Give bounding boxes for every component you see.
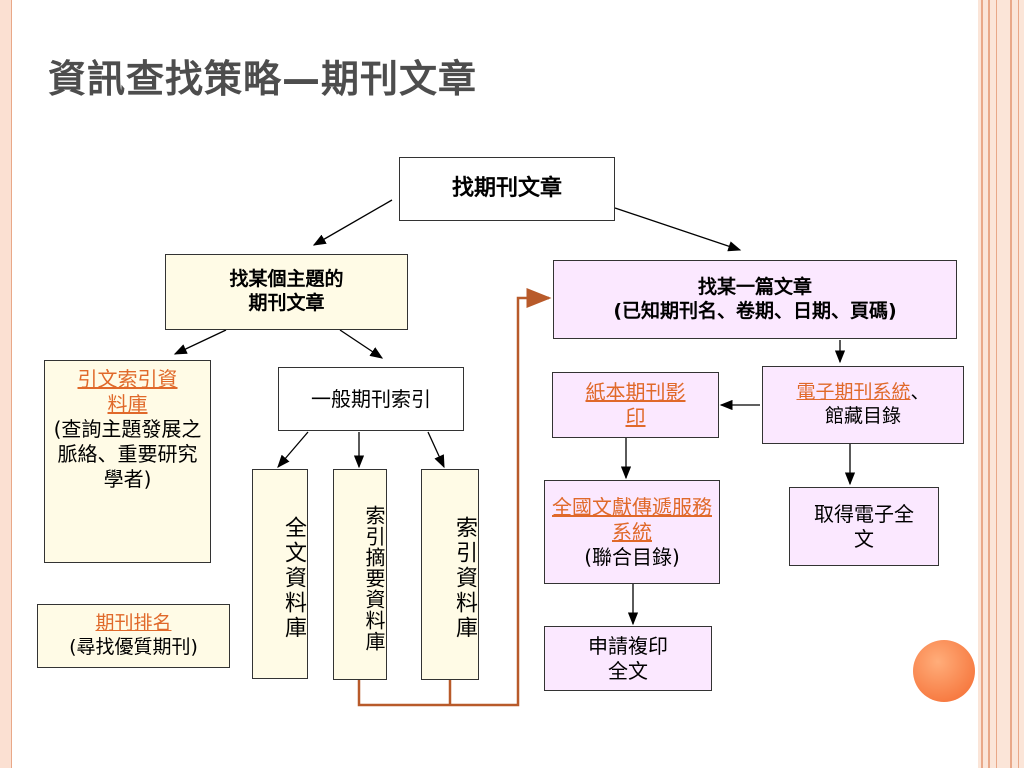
fulltext-database-node: 全文資料庫 (252, 469, 308, 679)
print-journal-copy-link[interactable]: 紙本期刊影印 (585, 380, 686, 429)
citation-index-node: 引文索引資料庫 (查詢主題發展之脈絡、重要研究學者) (44, 360, 211, 563)
slide-title: 資訊查找策略—期刊文章 (48, 57, 478, 101)
ejournal-system-link[interactable]: 電子期刊系統 (796, 381, 911, 404)
topic-label-line2: 期刊文章 (248, 292, 325, 314)
decorative-orb (913, 640, 975, 702)
index-database-label: 索引資料庫 (452, 516, 477, 641)
abstract-database-label: 索引摘要資料庫 (362, 505, 386, 652)
journal-ranking-description: (尋找優質期刊) (69, 636, 198, 658)
print-journal-copy-node: 紙本期刊影印 (552, 372, 719, 438)
get-efulltext-label: 取得電子全文 (814, 501, 914, 551)
ejournal-line1: 電子期刊系統、 (796, 381, 929, 405)
right-border-decoration (978, 0, 1024, 768)
citation-index-description: (查詢主題發展之脈絡、重要研究學者) (53, 417, 202, 491)
root-node-find-journal-articles: 找期刊文章 (399, 157, 615, 221)
left-border-decoration (0, 0, 12, 768)
document-delivery-link[interactable]: 全國文獻傳遞服務系統 (552, 494, 712, 544)
specific-label-line2: (已知期刊名、卷期、日期、頁碼) (613, 299, 897, 322)
ejournal-catalog-node: 電子期刊系統、 館藏目錄 (762, 366, 964, 444)
get-efulltext-node: 取得電子全文 (789, 487, 939, 566)
document-delivery-node: 全國文獻傳遞服務系統 (聯合目錄) (544, 480, 720, 584)
document-delivery-description: (聯合目錄) (584, 544, 680, 569)
specific-article-node: 找某一篇文章 (已知期刊名、卷期、日期、頁碼) (553, 260, 957, 339)
specific-label-line1: 找某一篇文章 (697, 275, 812, 298)
topic-label-line1: 找某個主題的 (229, 268, 344, 291)
citation-index-link[interactable]: 引文索引資料庫 (77, 367, 178, 416)
index-database-node: 索引資料庫 (421, 469, 479, 680)
topic-articles-node: 找某個主題的 期刊文章 (165, 254, 408, 330)
general-index-node: 一般期刊索引 (278, 367, 464, 431)
fulltext-database-label: 全文資料庫 (281, 515, 306, 641)
library-catalog-label: 館藏目錄 (824, 405, 901, 427)
ejournal-separator: 、 (910, 381, 930, 404)
journal-ranking-link[interactable]: 期刊排名 (95, 612, 172, 635)
abstract-database-node: 索引摘要資料庫 (333, 469, 387, 680)
apply-copy-node: 申請複印全文 (544, 626, 712, 691)
general-index-label: 一般期刊索引 (311, 386, 431, 411)
journal-ranking-node: 期刊排名 (尋找優質期刊) (37, 604, 230, 668)
root-label: 找期刊文章 (451, 176, 562, 202)
apply-copy-label: 申請複印全文 (588, 633, 668, 683)
